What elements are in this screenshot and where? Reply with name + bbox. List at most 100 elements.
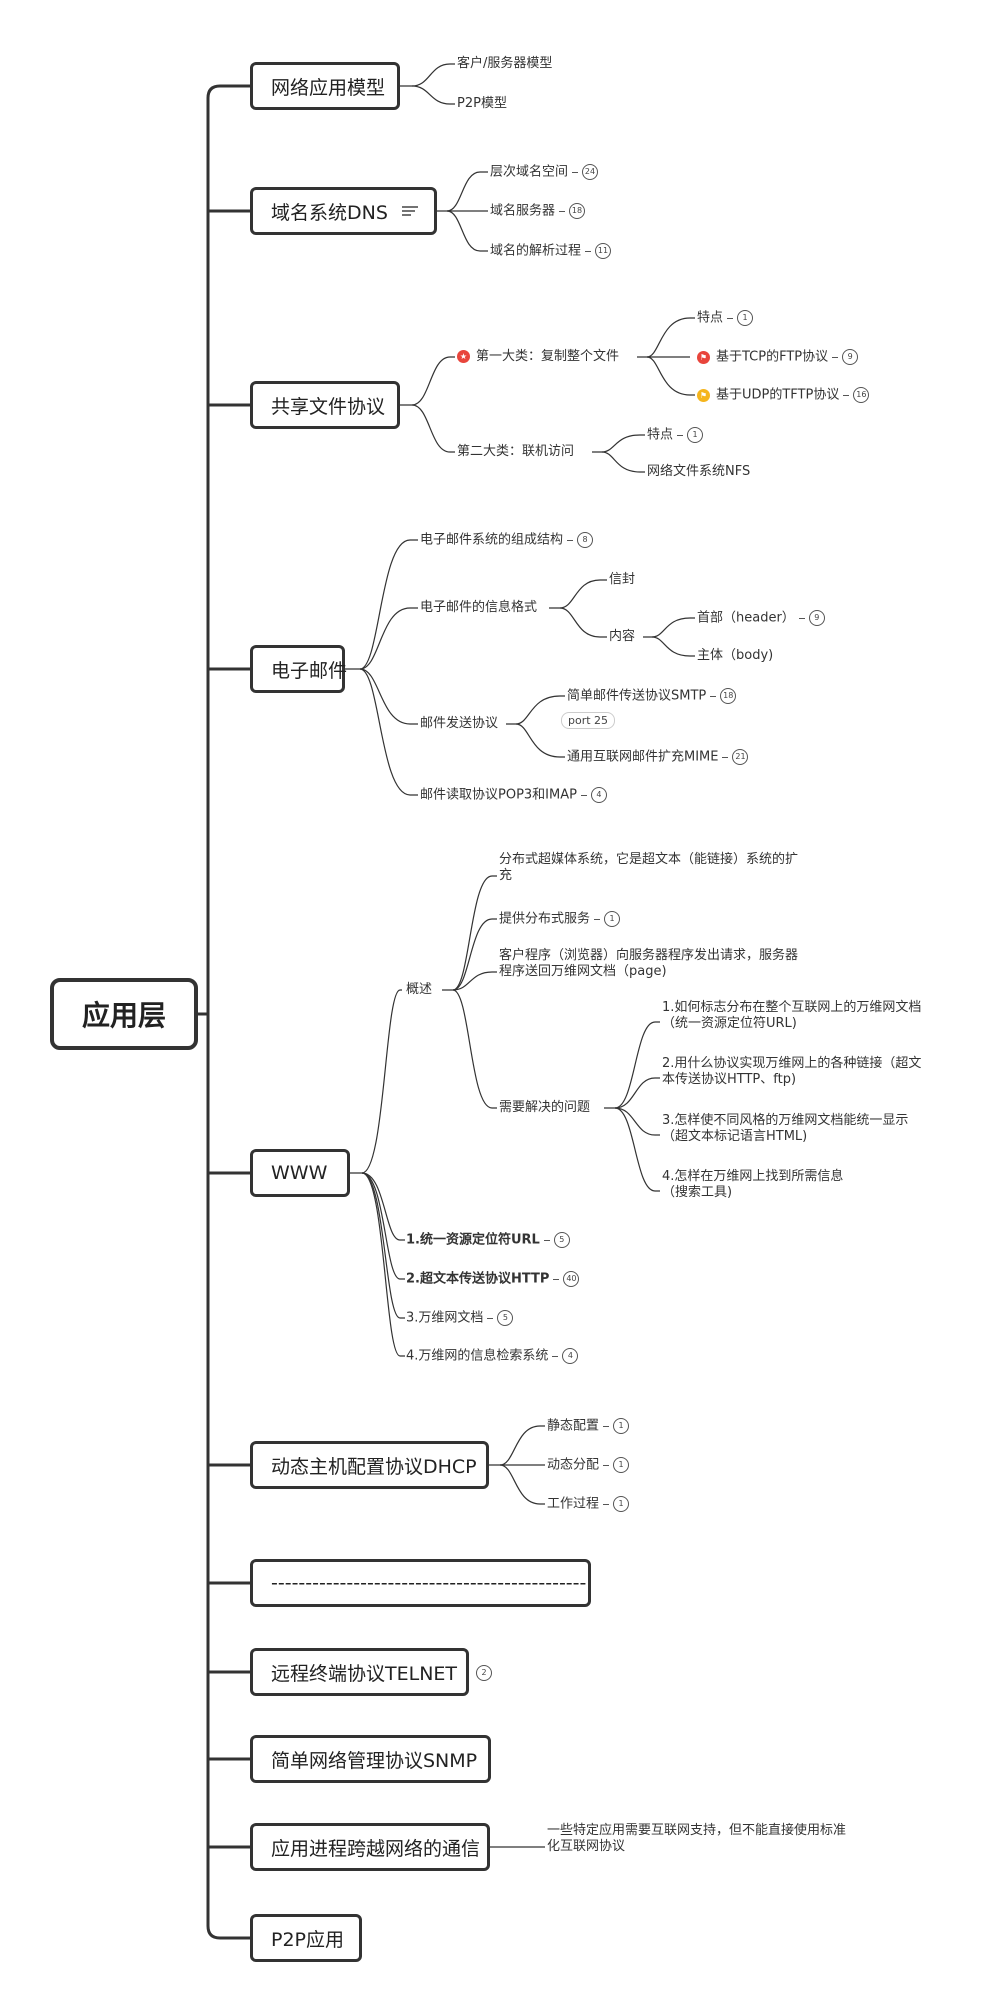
branch-dhcp[interactable]: 动态主机配置协议DHCP <box>250 1441 489 1489</box>
dash <box>543 1239 550 1241</box>
node-www-search-label: 4.万维网的信息检索系统 <box>406 1348 549 1364</box>
node-problem-4[interactable]: 4.怎样在万维网上找到所需信息（搜索工具) <box>662 1169 844 1200</box>
node-mail-structure-label: 电子邮件系统的组成结构 <box>420 532 564 548</box>
node-ipc-note[interactable]: 一些特定应用需要互联网支持，但不能直接使用标准化互联网协议 <box>547 1823 847 1854</box>
dash <box>585 250 592 252</box>
dash <box>572 171 579 173</box>
node-mail-send[interactable]: 邮件发送协议 <box>420 716 499 731</box>
branch-email[interactable]: 电子邮件 <box>250 645 347 693</box>
node-smtp-label: 简单邮件传送协议SMTP <box>567 688 707 704</box>
node-mime[interactable]: 通用互联网邮件扩充MIME 21 <box>567 749 749 766</box>
node-hypermedia[interactable]: 分布式超媒体系统，它是超文本（能链接）系统的扩充 <box>499 852 799 883</box>
node-dns-resolution-label: 域名的解析过程 <box>490 243 582 259</box>
node-client-server[interactable]: 客户/服务器模型 <box>457 56 553 71</box>
node-problems[interactable]: 需要解决的问题 <box>499 1100 591 1115</box>
node-header-label: 首部（header） <box>697 610 795 626</box>
node-mail-format[interactable]: 电子邮件的信息格式 <box>420 600 538 615</box>
node-www-docs-label: 3.万维网文档 <box>406 1310 484 1326</box>
count-badge: 4 <box>562 1348 579 1364</box>
node-www-search[interactable]: 4.万维网的信息检索系统 4 <box>406 1348 579 1365</box>
node-dns-server[interactable]: 域名服务器 18 <box>490 203 586 220</box>
node-online-access[interactable]: 第二大类：联机访问 <box>457 444 575 459</box>
node-copy-feature[interactable]: 特点 1 <box>697 310 754 327</box>
node-mail-read-label: 邮件读取协议POP3和IMAP <box>420 787 577 803</box>
branch-www[interactable]: WWW <box>250 1149 350 1197</box>
count-badge: 9 <box>808 610 825 626</box>
branch-snmp[interactable]: 简单网络管理协议SNMP <box>250 1735 491 1783</box>
dash <box>552 1355 559 1357</box>
branch-separator[interactable]: ----------------------------------------… <box>250 1559 591 1607</box>
node-nfs[interactable]: 网络文件系统NFS <box>647 464 751 479</box>
port-tag: port 25 <box>561 712 616 729</box>
branch-dns[interactable]: 域名系统DNS <box>250 187 437 235</box>
node-copy-file[interactable]: ★第一大类：复制整个文件 <box>457 349 619 365</box>
node-p2p-model[interactable]: P2P模型 <box>457 96 507 111</box>
node-tftp-label: 基于UDP的TFTP协议 <box>716 387 840 403</box>
count-badge: 18 <box>569 203 586 219</box>
branch-p2p[interactable]: P2P应用 <box>250 1914 362 1962</box>
node-www-overview[interactable]: 概述 <box>406 982 433 997</box>
dash <box>487 1317 494 1319</box>
node-http-label: 2.超文本传送协议HTTP <box>406 1271 550 1287</box>
node-content[interactable]: 内容 <box>609 629 636 644</box>
node-http[interactable]: 2.超文本传送协议HTTP 40 <box>406 1271 580 1288</box>
notes-icon <box>401 200 418 222</box>
count-badge: 1 <box>613 1457 630 1473</box>
count-badge: 9 <box>842 349 859 365</box>
node-mail-structure[interactable]: 电子邮件系统的组成结构 8 <box>420 532 594 549</box>
node-domain-space-label: 层次域名空间 <box>490 164 569 180</box>
star-icon: ★ <box>457 350 470 363</box>
branch-telnet[interactable]: 远程终端协议TELNET <box>250 1648 469 1696</box>
count-badge: 16 <box>853 387 870 403</box>
node-problem-1[interactable]: 1.如何标志分布在整个互联网上的万维网文档（统一资源定位符URL) <box>662 1000 922 1031</box>
dash <box>843 394 850 396</box>
node-body[interactable]: 主体（body) <box>697 648 774 663</box>
flag-icon: ⚑ <box>697 350 710 364</box>
node-online-feature[interactable]: 特点 1 <box>647 427 704 444</box>
node-client-request[interactable]: 客户程序（浏览器）向服务器程序发出请求，服务器程序送回万维网文档（page) <box>499 948 799 979</box>
dash <box>603 1425 610 1427</box>
branch-dns-label: 域名系统DNS <box>271 201 388 224</box>
branch-app-model[interactable]: 网络应用模型 <box>250 62 400 110</box>
node-header[interactable]: 首部（header） 9 <box>697 610 825 627</box>
count-badge: 40 <box>563 1271 580 1287</box>
count-badge: 1 <box>687 427 704 443</box>
node-online-feature-label: 特点 <box>647 427 674 443</box>
node-smtp[interactable]: 简单邮件传送协议SMTP 18 <box>567 688 737 705</box>
count-badge: 18 <box>720 688 737 704</box>
dash <box>727 317 734 319</box>
branch-ipc[interactable]: 应用进程跨越网络的通信 <box>250 1823 490 1871</box>
node-mail-read[interactable]: 邮件读取协议POP3和IMAP 4 <box>420 787 607 804</box>
count-badge: 1 <box>737 310 754 326</box>
dash <box>710 695 717 697</box>
node-problem-2[interactable]: 2.用什么协议实现万维网上的各种链接（超文本传送协议HTTP、ftp) <box>662 1056 922 1087</box>
node-problem-3[interactable]: 3.怎样使不同风格的万维网文档能统一显示（超文本标记语言HTML) <box>662 1113 909 1144</box>
node-dns-server-label: 域名服务器 <box>490 203 556 219</box>
dash <box>580 794 587 796</box>
dash <box>567 539 574 541</box>
node-copy-feature-label: 特点 <box>697 310 724 326</box>
telnet-count-badge: 2 <box>476 1665 492 1681</box>
count-badge: 21 <box>732 749 749 765</box>
count-badge: 4 <box>590 787 607 803</box>
node-envelope[interactable]: 信封 <box>609 572 636 587</box>
count-badge: 8 <box>577 532 594 548</box>
root-node[interactable]: 应用层 <box>50 978 198 1050</box>
dash <box>603 1503 610 1505</box>
node-distributed-service-label: 提供分布式服务 <box>499 911 591 927</box>
dash <box>553 1278 560 1280</box>
node-static-config-label: 静态配置 <box>547 1418 600 1434</box>
branch-file-share[interactable]: 共享文件协议 <box>250 381 400 429</box>
node-mime-label: 通用互联网邮件扩充MIME <box>567 749 719 765</box>
dash <box>798 617 805 619</box>
